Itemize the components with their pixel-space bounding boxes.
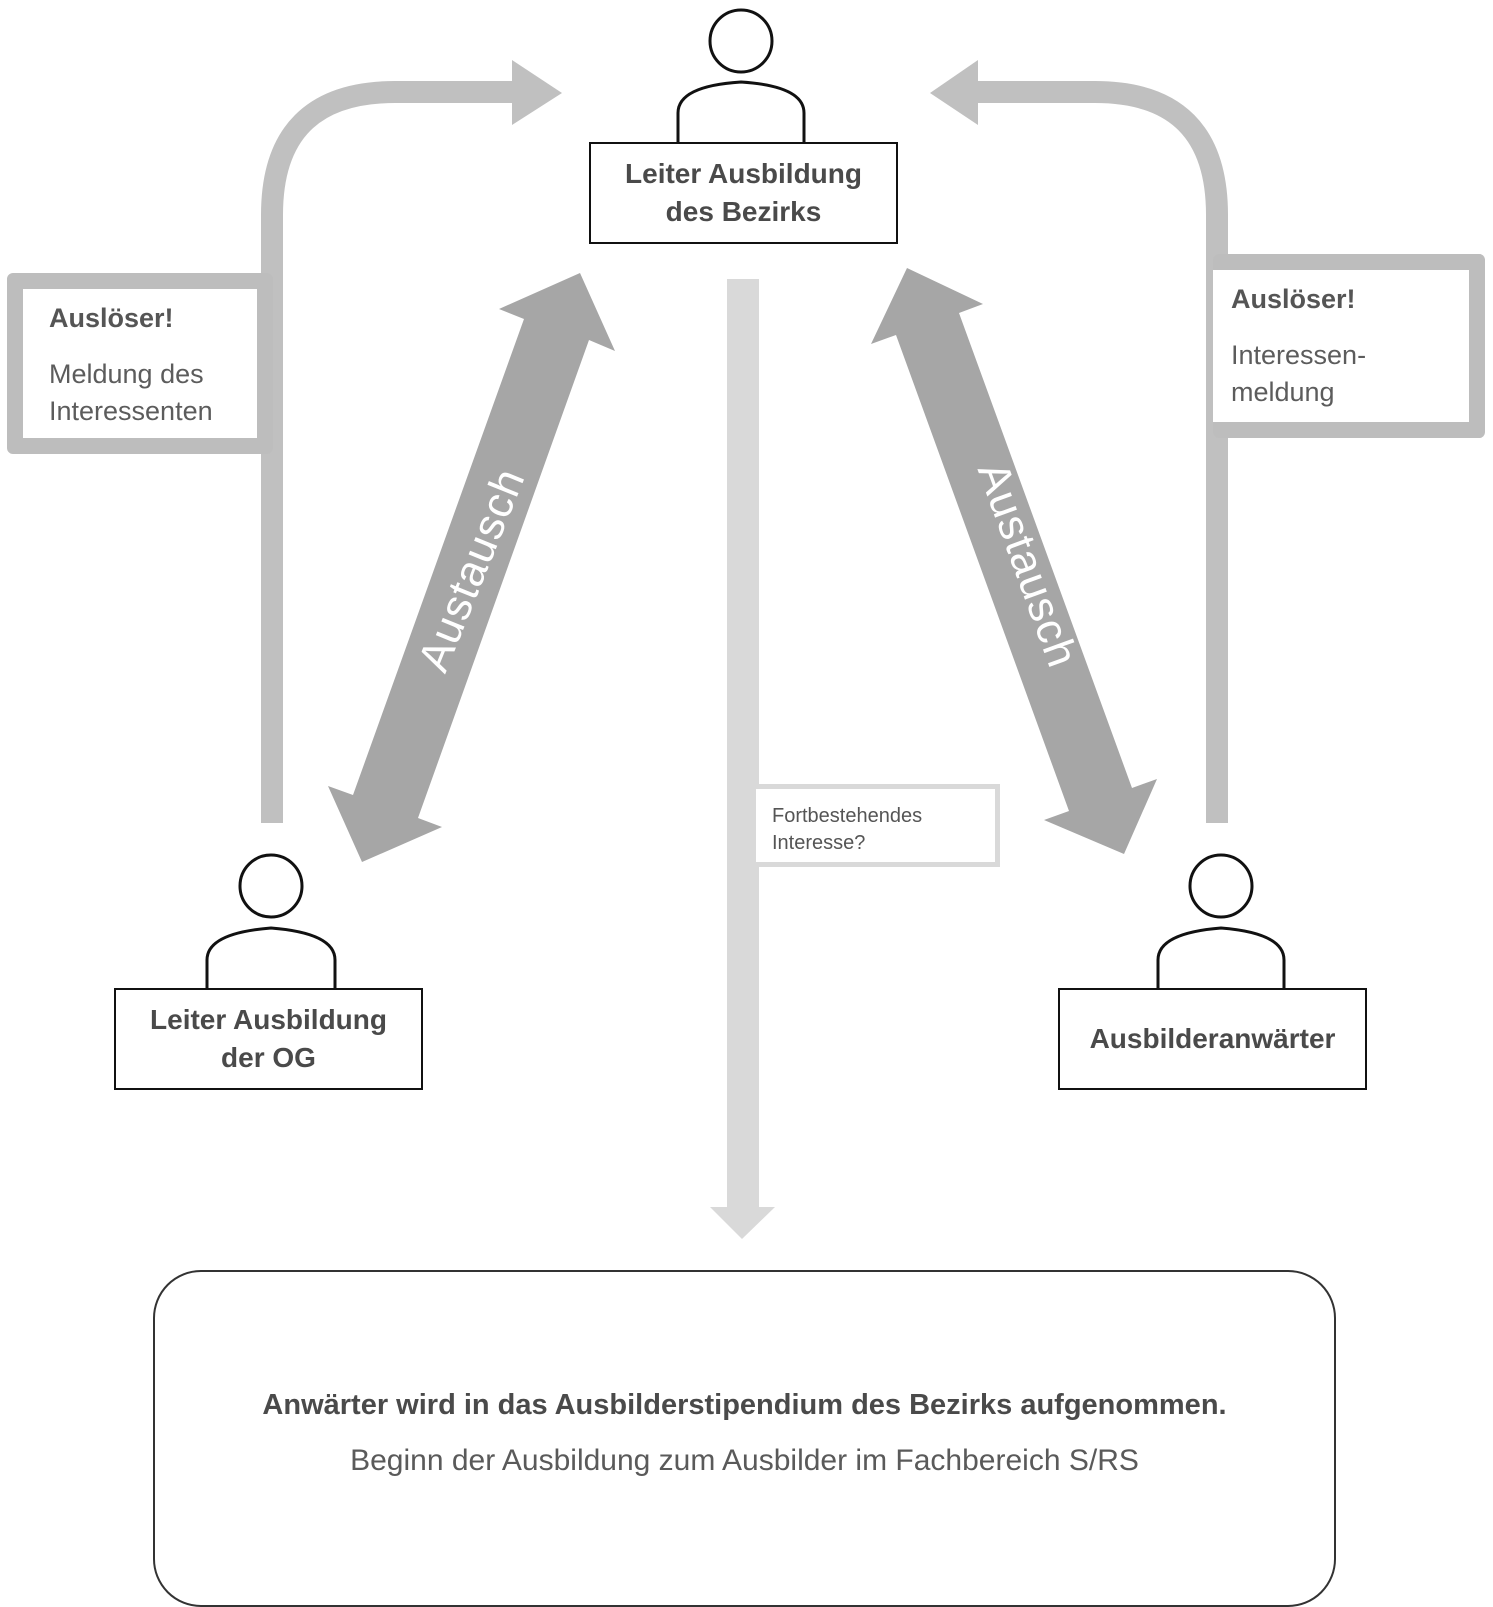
trigger-left-line2: Interessenten	[49, 396, 213, 426]
person-icon-left	[205, 853, 337, 989]
trigger-right-text: Interessen- meldung	[1231, 337, 1469, 411]
role-top-line1: Leiter Ausbildung	[625, 158, 862, 189]
trigger-box-right: Auslöser! Interessen- meldung	[1213, 254, 1485, 438]
person-icon-right	[1156, 853, 1286, 989]
right-flow-arrowhead	[930, 60, 978, 125]
result-box: Anwärter wird in das Ausbilderstipendium…	[153, 1270, 1336, 1607]
result-heading: Anwärter wird in das Ausbilderstipendium…	[262, 1389, 1227, 1421]
trigger-box-left: Auslöser! Meldung des Interessenten	[7, 273, 273, 454]
left-exchange-arrow	[328, 273, 615, 862]
left-flow-arrowhead	[512, 60, 562, 125]
left-flow-arrow	[261, 81, 520, 823]
role-left-line1: Leiter Ausbildung	[150, 1004, 387, 1035]
result-text: Beginn der Ausbildung zum Ausbilder im F…	[350, 1444, 1139, 1477]
trigger-right-heading: Auslöser!	[1231, 284, 1356, 314]
vertical-flow-line	[727, 279, 759, 1215]
right-exchange-arrow	[871, 268, 1157, 854]
person-icon-top	[676, 8, 806, 142]
continued-interest-box: Fortbestehendes Interesse?	[756, 784, 1000, 867]
role-right-line1: Ausbilderanwärter	[1089, 1023, 1336, 1054]
role-left-line2: der OG	[221, 1042, 316, 1073]
trigger-left-heading: Auslöser!	[49, 303, 174, 333]
trigger-left-line1: Meldung des	[49, 359, 204, 389]
trigger-right-line2: meldung	[1231, 377, 1335, 407]
right-flow-arrow	[965, 81, 1228, 823]
question-line2: Interesse?	[772, 832, 866, 854]
role-box-district-training-lead: Leiter Ausbildung des Bezirks	[589, 142, 898, 244]
trigger-left-text: Meldung des Interessenten	[49, 356, 257, 430]
vertical-flow-arrowhead	[710, 1207, 775, 1239]
role-box-trainer-candidate: Ausbilderanwärter	[1058, 988, 1367, 1090]
question-line1: Fortbestehendes	[772, 805, 923, 827]
role-box-og-training-lead: Leiter Ausbildung der OG	[114, 988, 423, 1090]
trigger-right-line1: Interessen-	[1231, 340, 1367, 370]
role-top-line2: des Bezirks	[665, 196, 822, 227]
